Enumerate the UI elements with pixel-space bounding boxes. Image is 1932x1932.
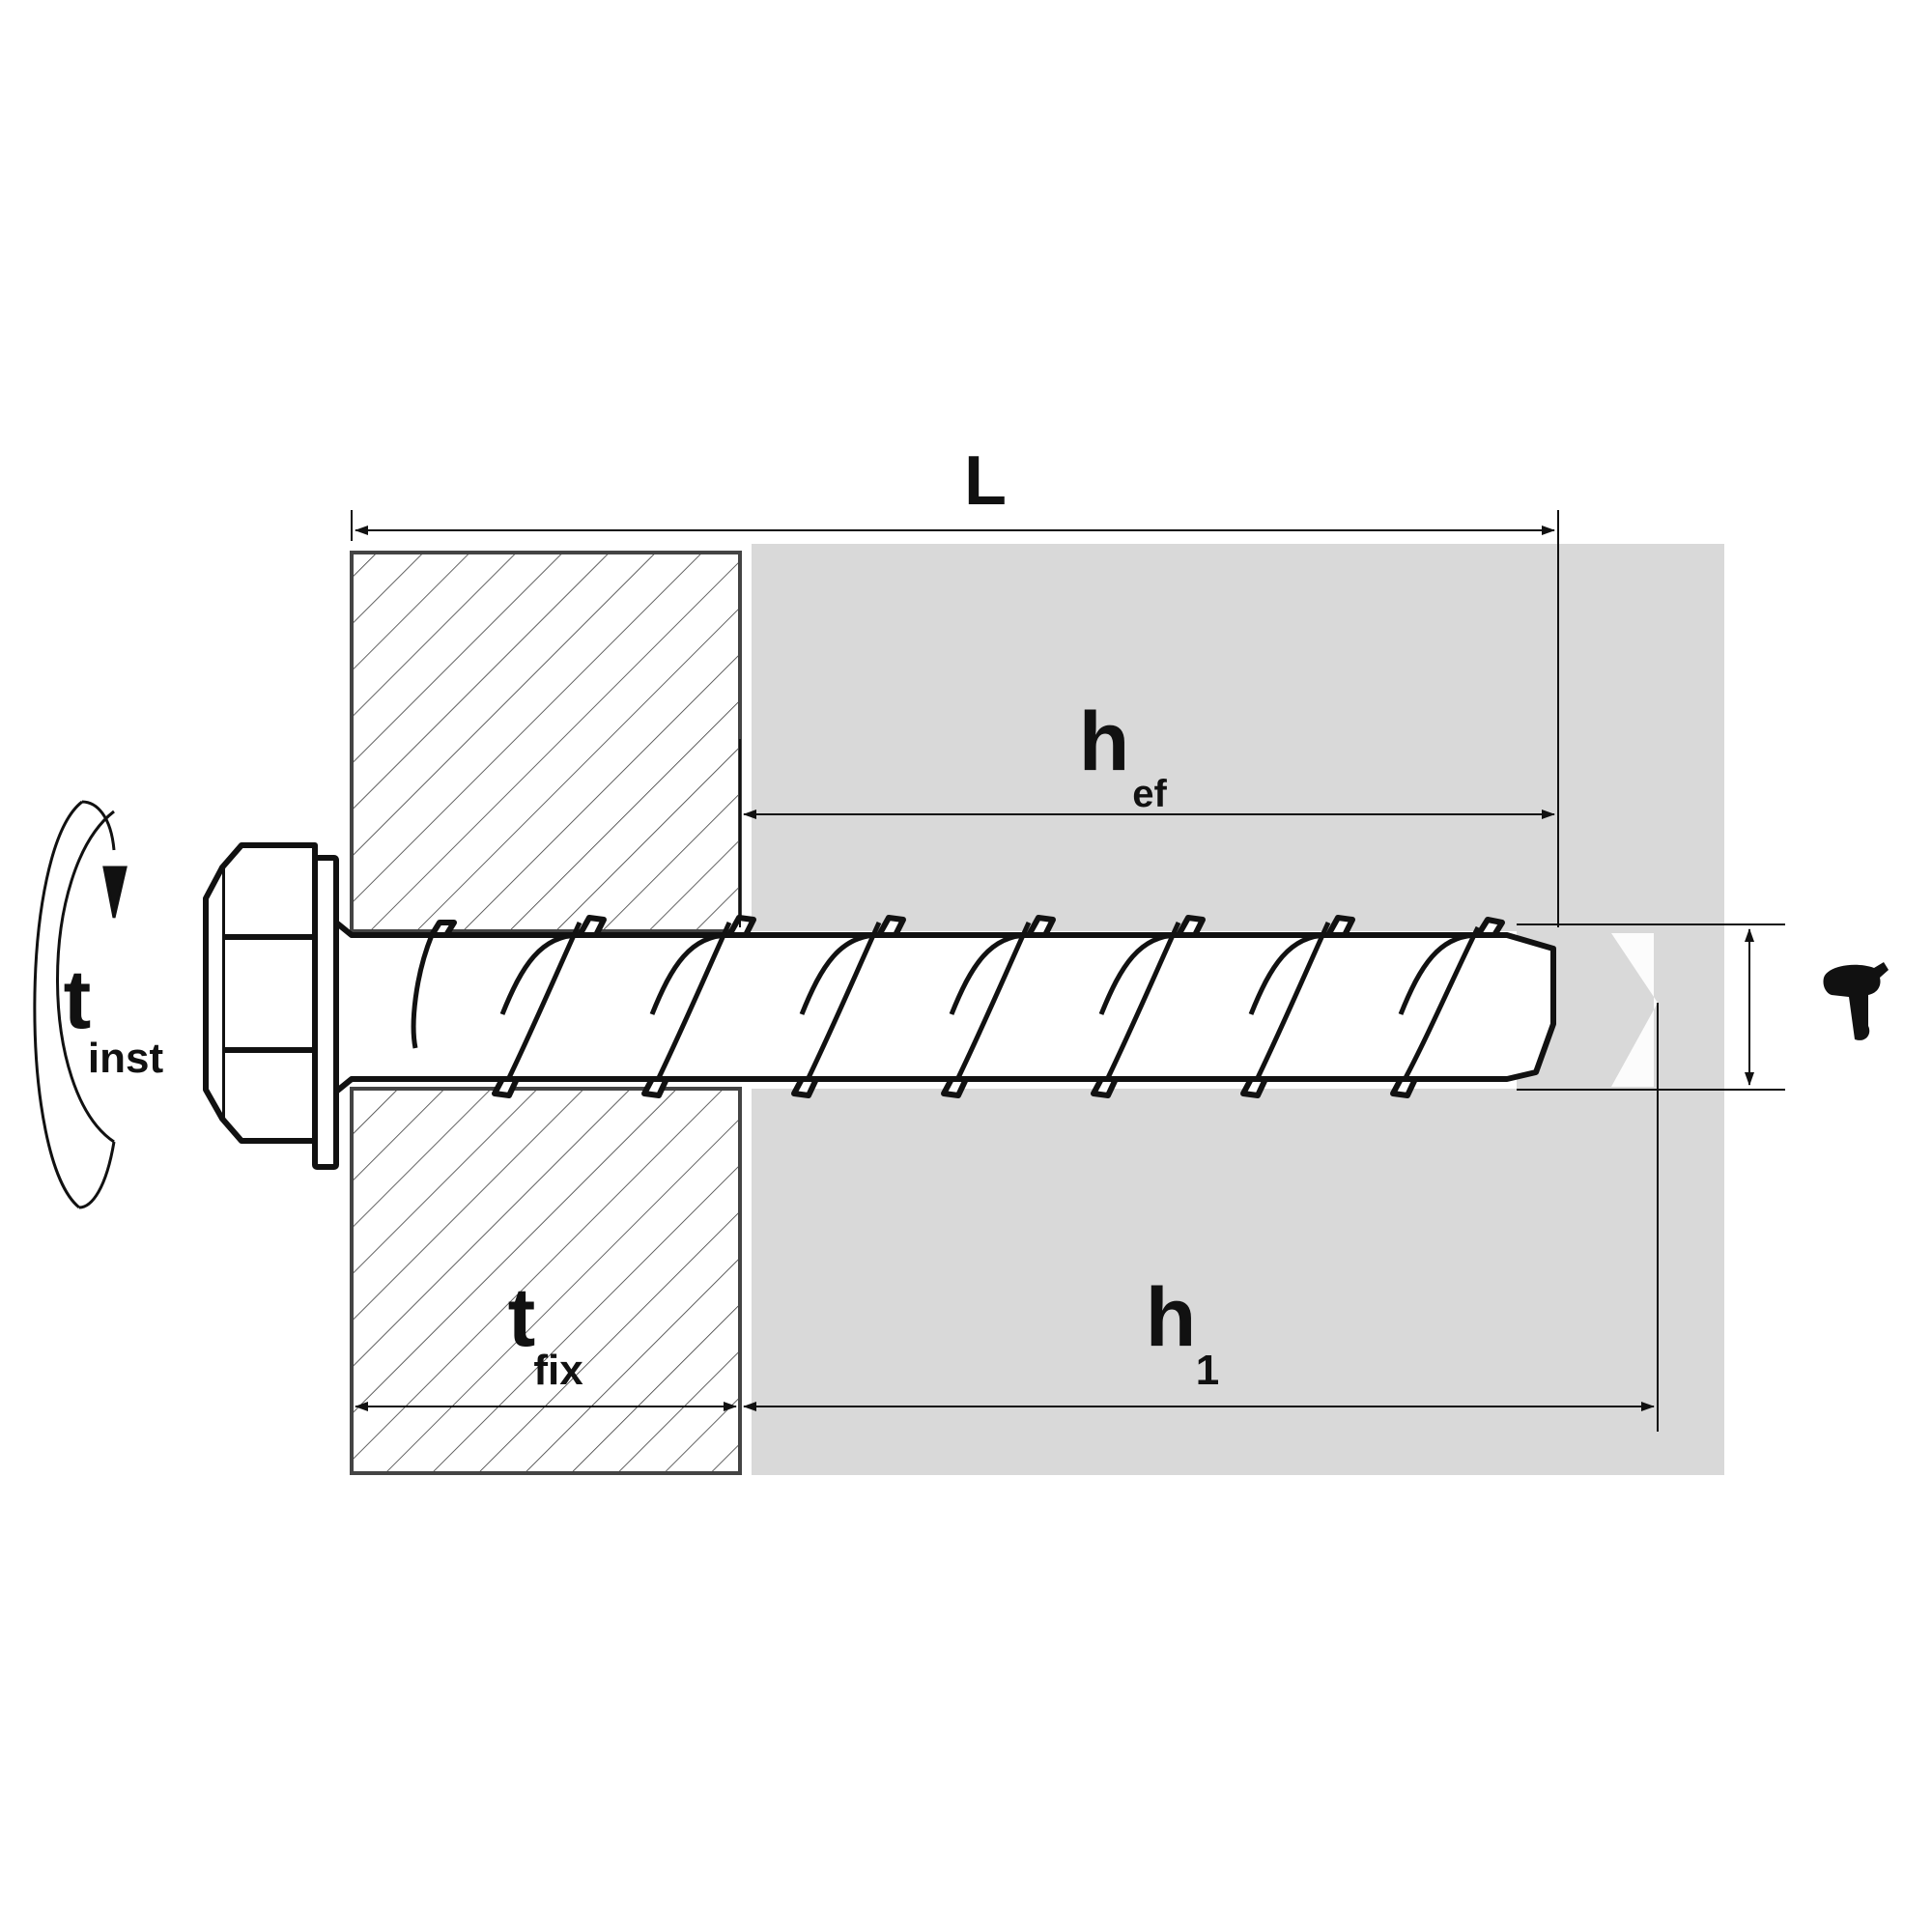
- label-h-1: h 1: [1146, 1271, 1220, 1394]
- svg-text:fix: fix: [533, 1347, 583, 1394]
- base-material: [752, 544, 1724, 1475]
- svg-text:ef: ef: [1132, 773, 1167, 815]
- svg-text:1: 1: [1196, 1347, 1219, 1394]
- svg-text:t: t: [508, 1271, 536, 1364]
- screw-anchor: [203, 842, 1556, 1170]
- label-t-inst: t inst: [64, 953, 164, 1082]
- thread: [411, 921, 1481, 1094]
- hex-head: [219, 842, 318, 1144]
- svg-text:inst: inst: [88, 1035, 164, 1082]
- screw-shank: [333, 920, 1556, 1094]
- label-L: L: [964, 442, 1007, 520]
- svg-text:t: t: [64, 953, 92, 1046]
- label-t-fix: t fix: [508, 1271, 584, 1394]
- washer: [312, 855, 339, 1170]
- svg-text:h: h: [1079, 696, 1130, 788]
- rotation-arrow-icon: [33, 800, 128, 1209]
- drill-icon: [1823, 962, 1889, 1040]
- thread-crests: [429, 915, 1505, 1098]
- dimension-lines: [351, 510, 1785, 1432]
- label-h-ef: h ef: [1079, 696, 1168, 815]
- svg-text:h: h: [1146, 1271, 1197, 1364]
- svg-text:L: L: [964, 442, 1007, 520]
